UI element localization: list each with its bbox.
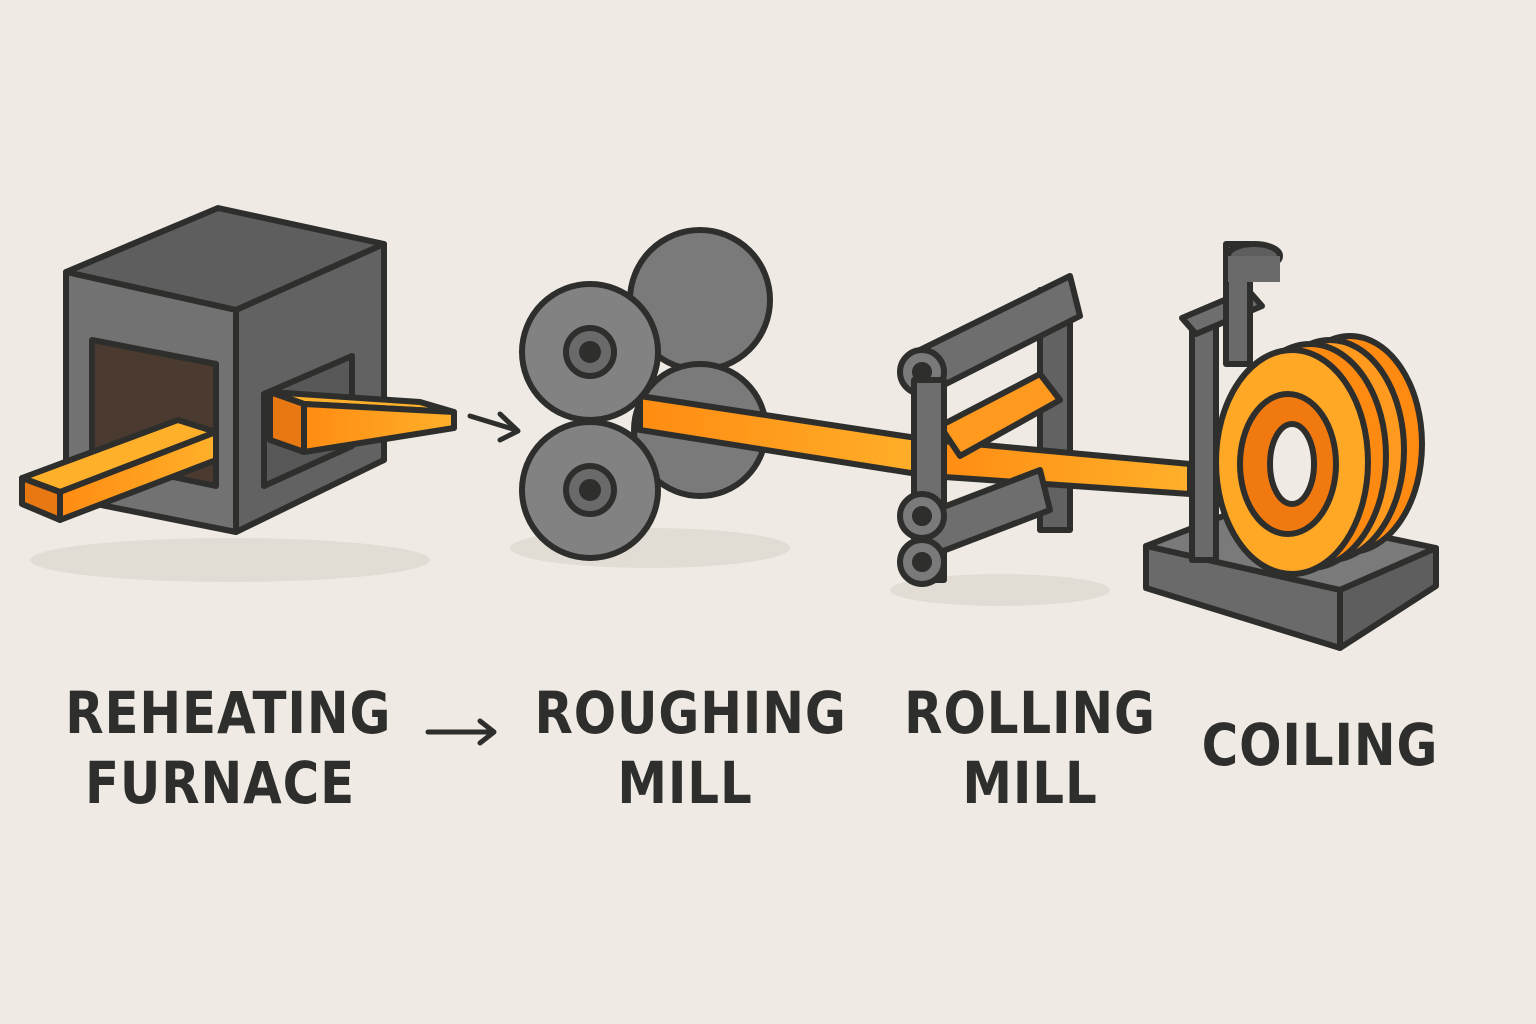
label-coiling: COILING — [1191, 710, 1449, 780]
rolling-stand-icon — [890, 273, 1193, 606]
label-line: ROLLING — [904, 679, 1156, 747]
label-line: COILING — [1201, 711, 1439, 779]
label-line: FURNACE — [84, 749, 356, 817]
label-line: MILL — [617, 749, 753, 817]
arrow-right-icon — [425, 718, 497, 746]
roughing-rolls-icon — [510, 227, 933, 568]
label-line: MILL — [962, 749, 1098, 817]
coil-icon — [1143, 241, 1439, 651]
furnace-icon — [19, 205, 457, 582]
arrow-right-icon — [467, 411, 521, 443]
label-line: ROUGHING — [534, 679, 847, 747]
label-roughing-mill: ROUGHING MILL — [534, 678, 847, 818]
label-line: REHEATING — [65, 679, 392, 747]
label-rolling-mill: ROLLING MILL — [901, 678, 1159, 818]
label-reheating-furnace: REHEATING FURNACE — [65, 678, 392, 818]
